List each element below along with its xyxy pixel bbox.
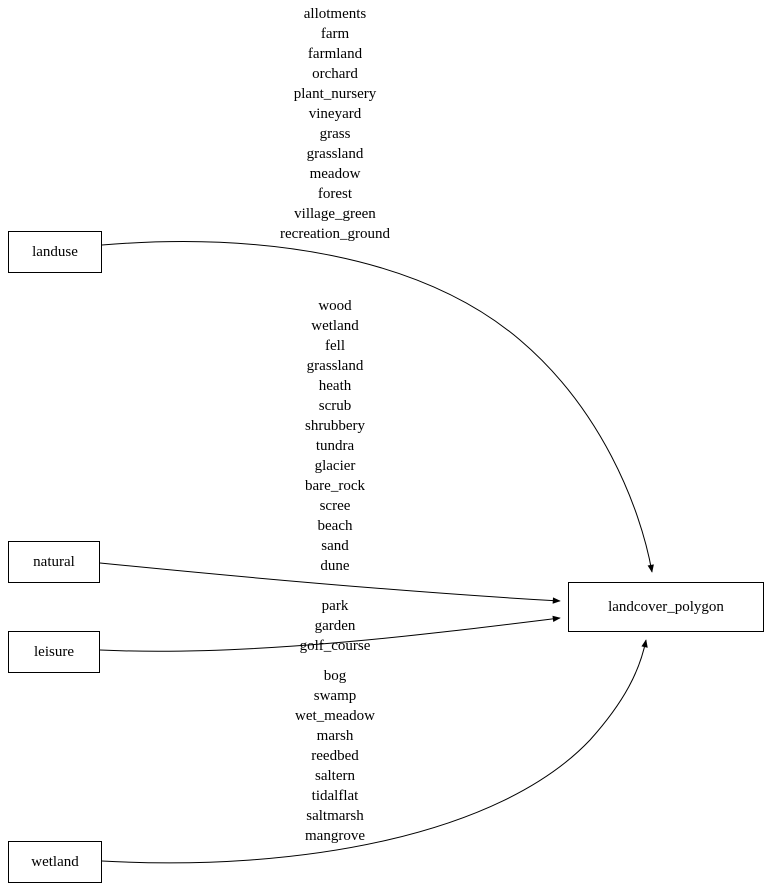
node-leisure-label: leisure bbox=[34, 643, 74, 660]
node-natural: natural bbox=[8, 541, 100, 583]
node-landuse: landuse bbox=[8, 231, 102, 273]
node-landcover-polygon-label: landcover_polygon bbox=[608, 598, 724, 615]
edge-landuse-landcover bbox=[101, 241, 654, 573]
node-leisure: leisure bbox=[8, 631, 100, 673]
edge-label-natural-values: wood wetland fell grassland heath scrub … bbox=[305, 298, 365, 574]
node-natural-label: natural bbox=[33, 553, 75, 570]
node-landcover-polygon: landcover_polygon bbox=[568, 582, 764, 632]
edge-label-leisure-values: park garden golf_course bbox=[299, 598, 371, 654]
node-wetland: wetland bbox=[8, 841, 102, 883]
node-landuse-label: landuse bbox=[32, 243, 78, 260]
edge-label-landuse-values: allotments farm farmland orchard plant_n… bbox=[280, 6, 390, 242]
node-wetland-label: wetland bbox=[31, 853, 79, 870]
edge-label-wetland-values: bog swamp wet_meadow marsh reedbed salte… bbox=[295, 668, 375, 844]
